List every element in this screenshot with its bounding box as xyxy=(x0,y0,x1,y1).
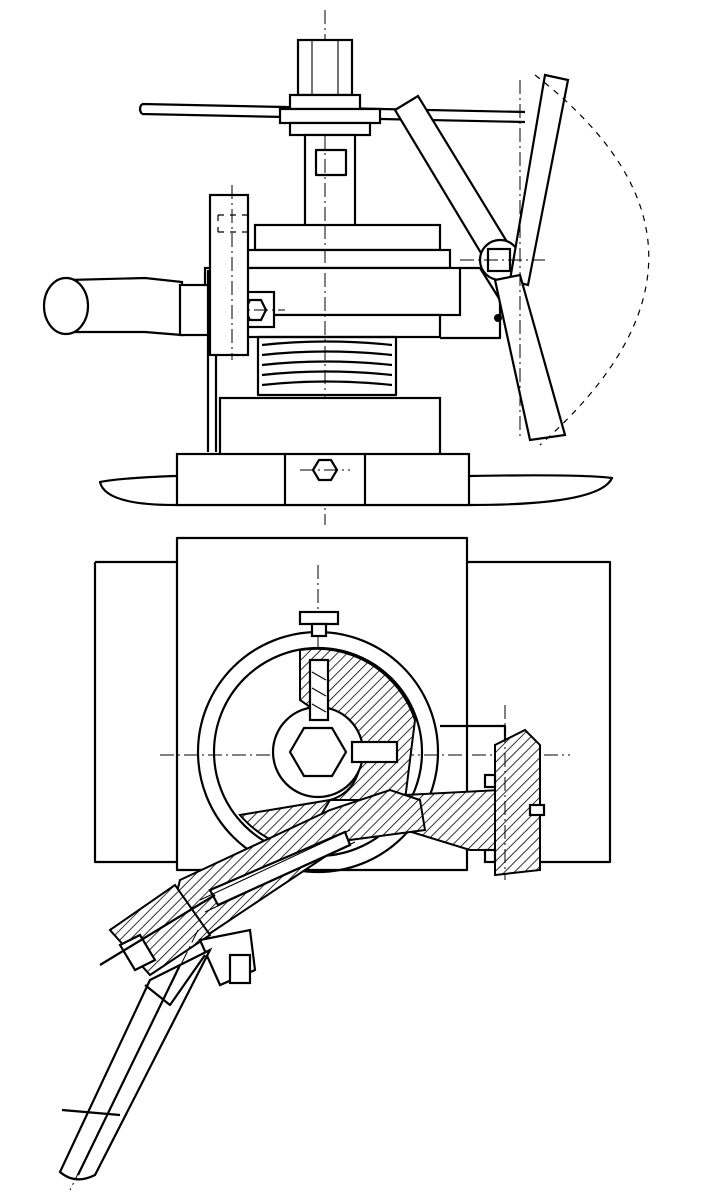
plan-view xyxy=(58,536,612,1191)
hex-socket-icon xyxy=(288,726,348,778)
swing-blade xyxy=(460,73,650,446)
vertical-bracket xyxy=(206,185,250,452)
rotary-ring xyxy=(196,610,440,874)
angled-handle-assembly xyxy=(99,788,427,987)
elevation-view xyxy=(42,10,650,525)
coil-spring xyxy=(256,335,398,397)
long-handle-grip xyxy=(58,929,213,1191)
right-bracket xyxy=(404,705,546,880)
lower-housing xyxy=(218,396,442,457)
table-outline xyxy=(93,536,612,872)
base-block xyxy=(98,452,614,507)
spindle-cap xyxy=(278,38,382,137)
pivot-pin-icon xyxy=(494,314,502,322)
spindle-shaft xyxy=(303,133,357,230)
